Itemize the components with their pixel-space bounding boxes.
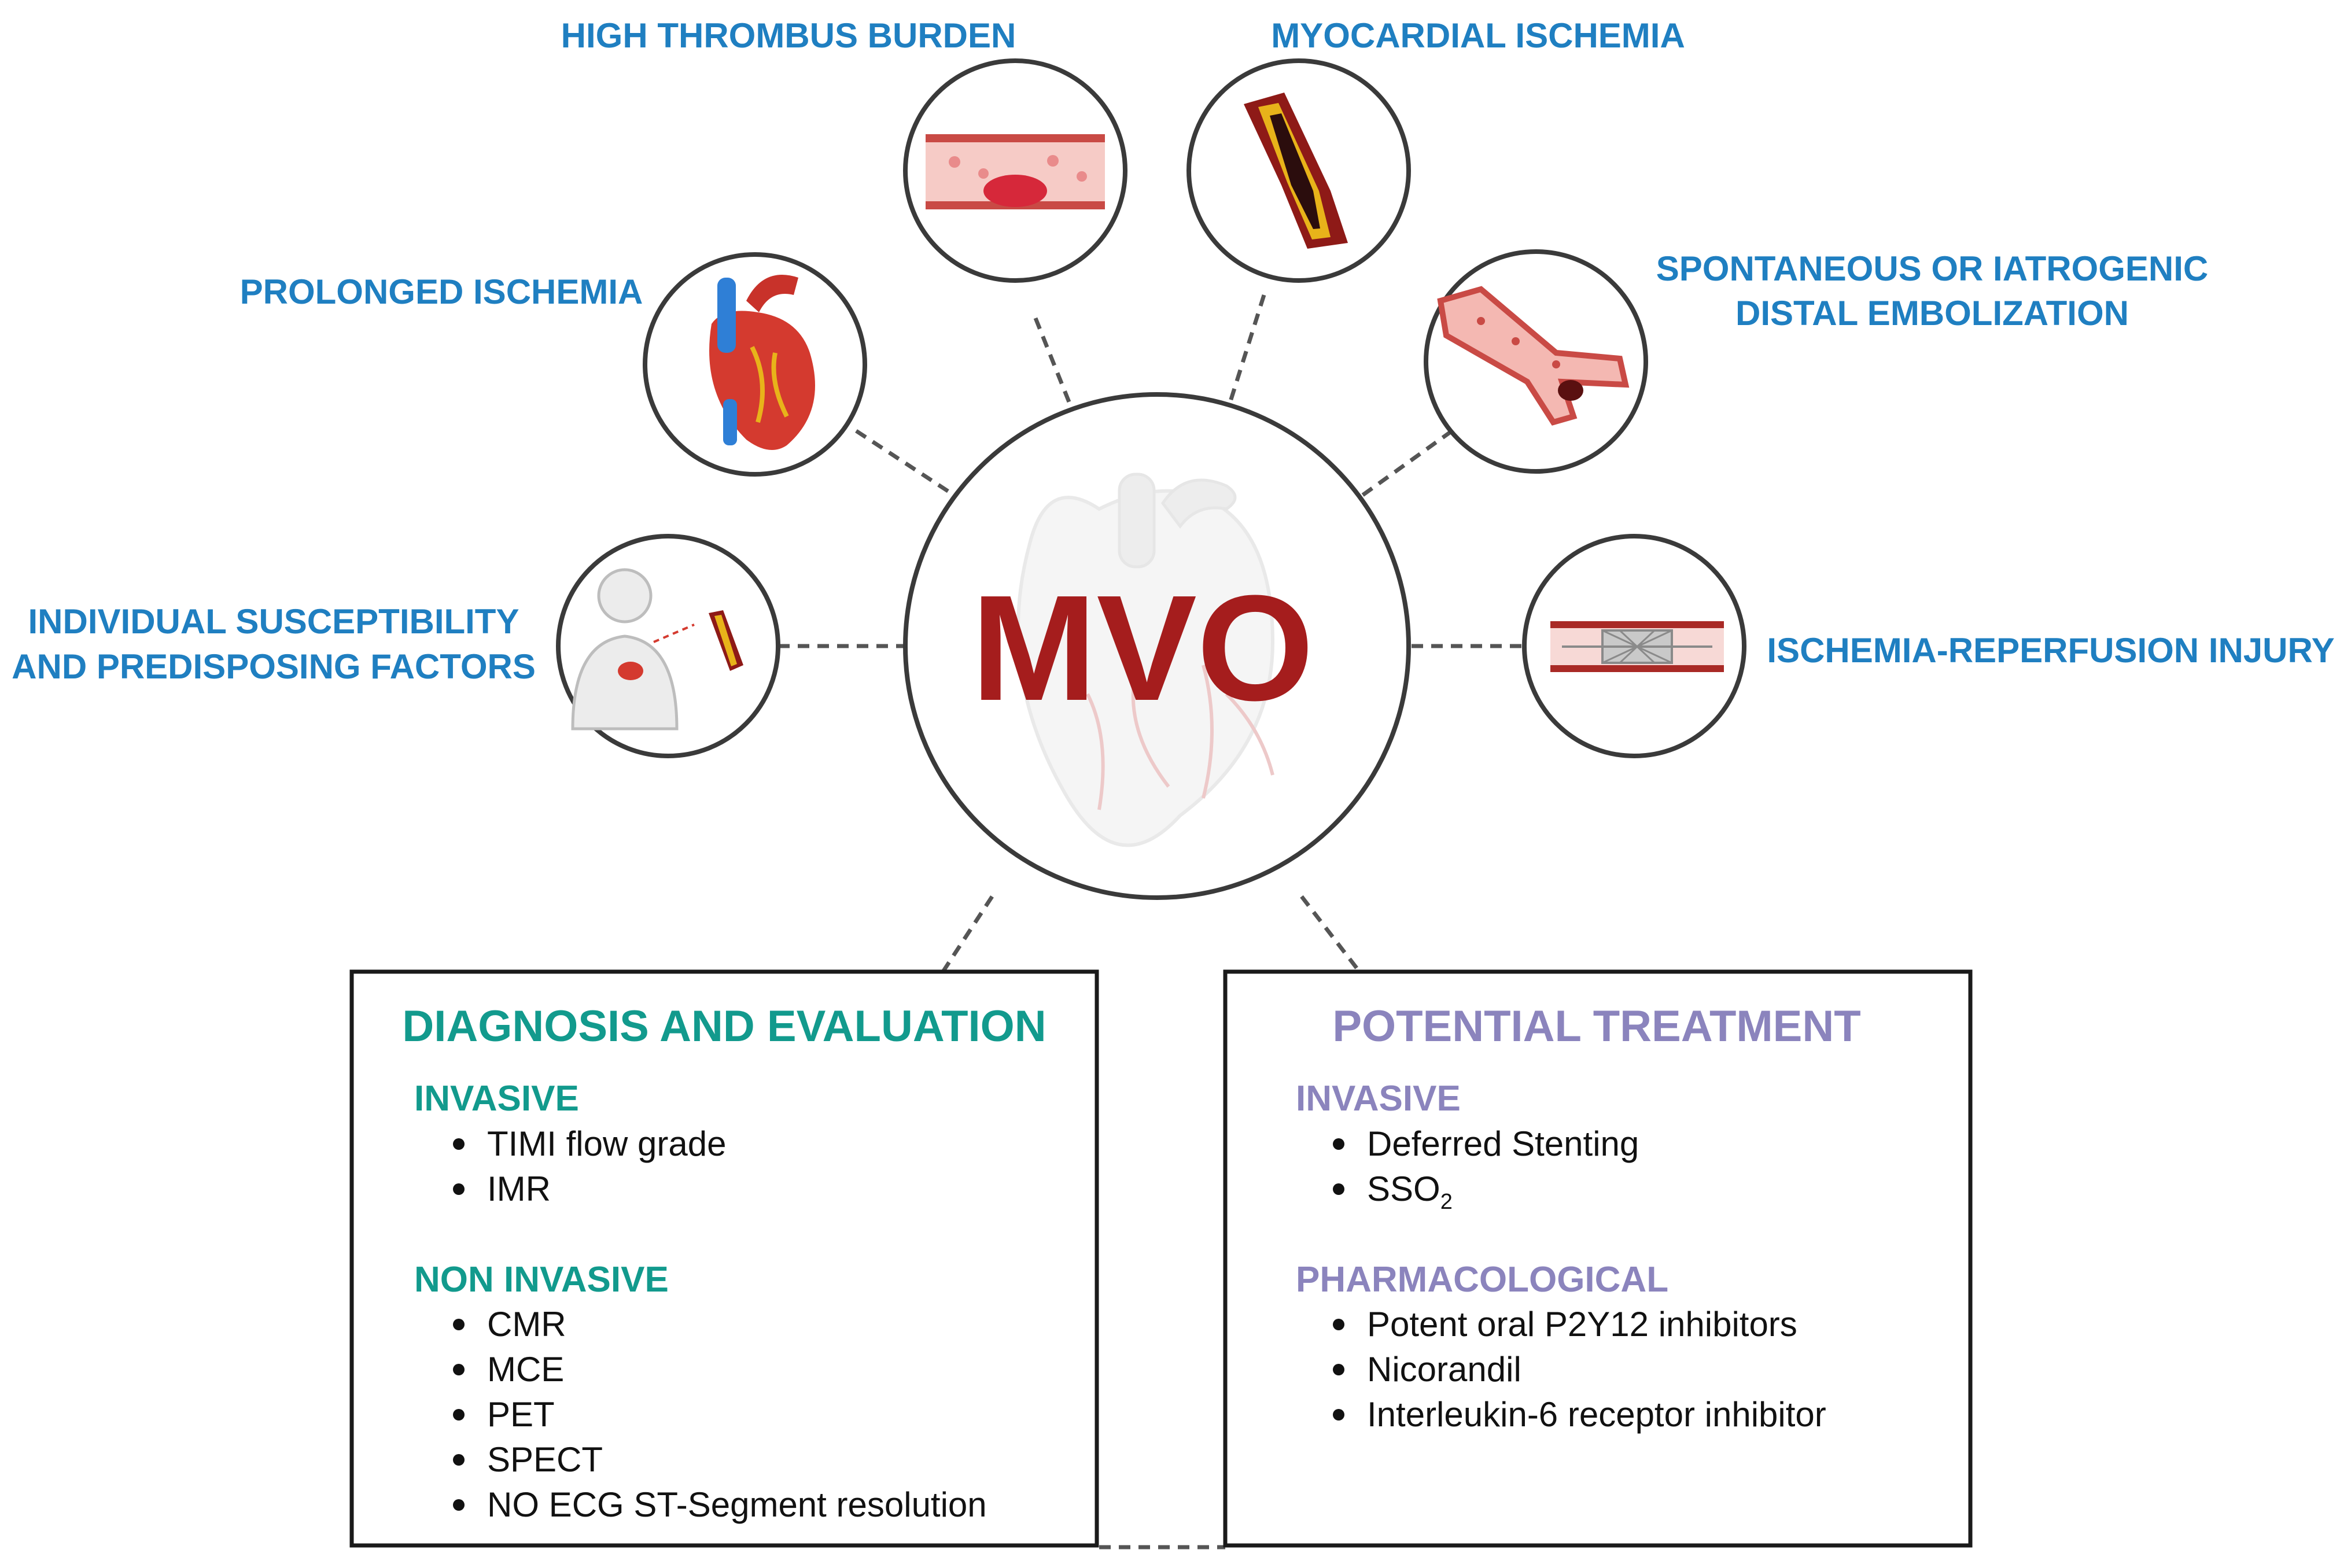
cause-label-susceptibility-1: INDIVIDUAL SUSCEPTIBILITY (28, 602, 519, 641)
diagnosis-title: DIAGNOSIS AND EVALUATION (402, 1002, 1046, 1051)
cause-label-embolization-1: SPONTANEOUS OR IATROGENIC (1656, 249, 2209, 288)
treatment-invasive-list: Deferred Stenting SSO2 (1333, 1124, 1639, 1214)
cause-thrombus: HIGH THROMBUS BURDEN (561, 16, 1127, 283)
diagnosis-item-timi: TIMI flow grade (487, 1124, 726, 1163)
cause-label-embolization-2: DISTAL EMBOLIZATION (1735, 294, 2129, 333)
cause-label-susceptibility-2: AND PREDISPOSING FACTORS (12, 647, 536, 686)
treatment-item-p2y12: Potent oral P2Y12 inhibitors (1367, 1305, 1797, 1344)
treatment-item-il6: Interleukin-6 receptor inhibitor (1367, 1395, 1826, 1434)
mvo-circle (903, 392, 1411, 900)
treatment-invasive-heading: INVASIVE (1296, 1079, 1461, 1119)
connector-embolization (1358, 429, 1454, 499)
cause-myocardial: MYOCARDIAL ISCHEMIA (1186, 16, 1685, 283)
connector-prolonged (855, 429, 950, 493)
mvo-center: MVO (903, 392, 1411, 900)
cause-label-prolonged: PROLONGED ISCHEMIA (240, 272, 643, 311)
faded-heart-icon (1016, 473, 1275, 847)
connector-diagnosis (941, 895, 994, 973)
diagnosis-item-imr: IMR (487, 1169, 551, 1208)
sso2-subscript: 2 (1440, 1190, 1453, 1214)
diagnosis-noninvasive-heading: NON INVASIVE (414, 1260, 669, 1300)
cause-prolonged: PROLONGED ISCHEMIA (240, 252, 867, 477)
patient-icon (571, 568, 743, 730)
diagnosis-noninvasive-list: CMR MCE PET SPECT NO ECG ST-Segment reso… (453, 1305, 987, 1524)
connector-treatment (1300, 895, 1361, 973)
stent-icon (1550, 621, 1724, 672)
diagnosis-item-mce: MCE (487, 1350, 564, 1389)
diagnosis-frame (349, 969, 1099, 1548)
heart-icon (709, 275, 815, 450)
diagnosis-item-spect: SPECT (487, 1440, 603, 1479)
connectors (778, 294, 1527, 1549)
treatment-frame (1223, 969, 1973, 1548)
treatment-pharma-list: Potent oral P2Y12 inhibitors Nicorandil … (1333, 1305, 1826, 1434)
treatment-item-deferred-stenting: Deferred Stenting (1367, 1124, 1639, 1163)
embolized-vessel-icon (1437, 286, 1630, 426)
cause-label-myocardial: MYOCARDIAL ISCHEMIA (1271, 16, 1685, 55)
thrombus-vessel-icon (926, 134, 1105, 209)
cause-susceptibility: INDIVIDUAL SUSCEPTIBILITY AND PREDISPOSI… (12, 534, 780, 758)
cause-embolization: SPONTANEOUS OR IATROGENIC DISTAL EMBOLIZ… (1424, 249, 2209, 474)
connector-thrombus (1033, 317, 1073, 406)
treatment-item-sso2: SSO2 (1367, 1169, 1453, 1214)
cause-label-thrombus: HIGH THROMBUS BURDEN (561, 16, 1016, 55)
mvo-label: MVO (971, 565, 1314, 732)
treatment-item-nicorandil: Nicorandil (1367, 1350, 1521, 1389)
treatment-pharma-heading: PHARMACOLOGICAL (1296, 1260, 1668, 1300)
diagnosis-item-ecg: NO ECG ST-Segment resolution (487, 1485, 987, 1524)
cause-label-reperfusion: ISCHEMIA-REPERFUSION INJURY (1767, 631, 2334, 670)
connector-myocardial (1227, 294, 1266, 406)
sso2-main: SSO (1367, 1169, 1440, 1208)
cause-reperfusion: ISCHEMIA-REPERFUSION INJURY (1522, 534, 2335, 758)
diagnosis-box: DIAGNOSIS AND EVALUATION INVASIVE TIMI f… (349, 969, 1099, 1548)
treatment-box: POTENTIAL TREATMENT INVASIVE Deferred St… (1223, 969, 1973, 1548)
diagnosis-invasive-heading: INVASIVE (414, 1079, 579, 1119)
diagnosis-item-cmr: CMR (487, 1305, 566, 1344)
treatment-title: POTENTIAL TREATMENT (1332, 1002, 1860, 1051)
diagnosis-invasive-list: TIMI flow grade IMR (453, 1124, 726, 1208)
occluded-artery-icon (1244, 93, 1348, 249)
diagnosis-item-pet: PET (487, 1395, 555, 1434)
